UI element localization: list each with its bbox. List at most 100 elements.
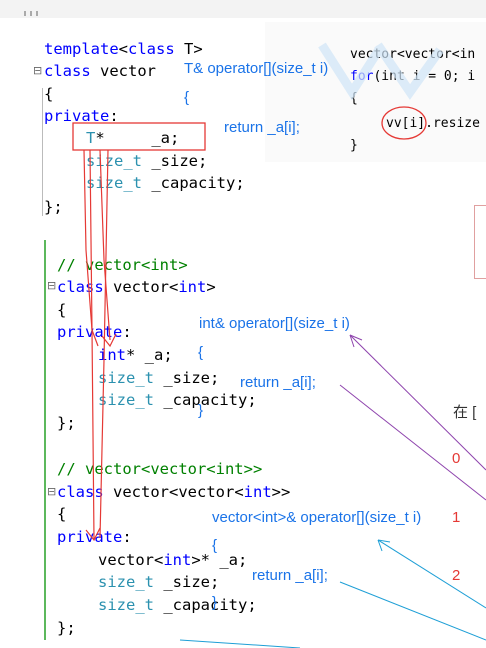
block1-member-a: T* _a; — [86, 127, 179, 149]
block2-comment: // vector<int> — [57, 254, 188, 276]
watermark-shape — [318, 42, 444, 101]
side-close-brace: } — [350, 138, 358, 153]
block1-open-brace: { — [44, 83, 53, 105]
red-arrow-to-vector-2 — [99, 149, 109, 539]
angle-close: >> — [271, 483, 291, 501]
annotation-return-3: return _a[i]; — [252, 567, 328, 584]
chinese-fragment: 在 [ — [453, 404, 477, 421]
member-size: _size; — [142, 152, 208, 170]
close-brace: }; — [44, 198, 63, 216]
angle-close: > — [206, 278, 216, 296]
side-code-panel — [265, 22, 486, 162]
member-size: _size; — [154, 573, 220, 591]
cyan-arrow-2 — [339, 581, 486, 641]
block2-member-capacity: size_t _capacity; — [98, 389, 257, 411]
block2-open-brace: { — [57, 299, 66, 321]
member-capacity: _capacity; — [154, 391, 257, 409]
template-keyword: template — [44, 40, 119, 58]
block3-member-a: vector<int>* _a; — [98, 549, 247, 571]
int-keyword: int — [98, 346, 126, 364]
annotation-op-vector: vector<int>& operator[](size_t i) — [212, 509, 422, 526]
red-arrowhead-1 — [85, 527, 101, 542]
class-name: vector — [90, 62, 156, 80]
close-brace: }; — [57, 619, 76, 637]
class-name: vector<vector< — [103, 483, 244, 501]
template-param: T> — [174, 40, 203, 58]
top-scrollbar-band — [0, 0, 486, 18]
red-circle-vv — [381, 106, 427, 140]
purple-arrowhead — [349, 334, 363, 348]
comment: // vector<int> — [57, 256, 188, 274]
class-keyword: class — [128, 40, 175, 58]
red-arrow-to-vector — [89, 149, 95, 541]
block2-line-class: class vector<int> — [57, 276, 216, 298]
change-bar-2 — [44, 240, 46, 640]
purple-arrow-2 — [339, 384, 486, 501]
type-size_t: size_t — [86, 174, 142, 192]
class-keyword: class — [44, 62, 91, 80]
annotation-return-1: return _a[i]; — [224, 119, 300, 136]
side-code-line-4: vv[i].resize — [386, 113, 480, 135]
fold-marker-2: ⊟ — [47, 279, 57, 292]
annotation-brace-3-close: } — [212, 594, 218, 611]
block3-line-class: class vector<vector<int>> — [57, 481, 290, 503]
angle-open: < — [118, 40, 128, 58]
block2-member-size: size_t _size; — [98, 367, 219, 389]
red-arrowhead-2 — [101, 333, 117, 348]
fold-marker-3: ⊟ — [47, 485, 57, 498]
type-T: T — [86, 129, 96, 147]
private-keyword: private — [44, 107, 110, 125]
block2-member-a: int* _a; — [98, 344, 173, 366]
private-keyword: private — [57, 323, 123, 341]
cyan-arrow-1 — [377, 539, 486, 609]
annotation-brace-3: { — [212, 537, 218, 554]
block2-private: private: — [57, 321, 132, 343]
block1-close: }; — [44, 196, 63, 218]
index-1: 1 — [452, 509, 461, 526]
colon: : — [109, 107, 119, 125]
block3-comment: // vector<vector<int>> — [57, 458, 262, 480]
purple-arrow-1 — [349, 334, 486, 471]
block1-private: private: — [44, 105, 119, 127]
block3-private: private: — [57, 526, 132, 548]
colon: : — [122, 528, 132, 546]
class-keyword: class — [57, 483, 104, 501]
red-highlight-box — [72, 122, 206, 151]
open-brace: { — [44, 85, 54, 103]
member-a: * _a; — [95, 129, 180, 147]
change-bar-1 — [42, 88, 43, 216]
type-size_t: size_t — [98, 596, 154, 614]
vv-index: vv[i] — [386, 116, 426, 131]
fold-marker-1: ⊟ — [33, 64, 43, 77]
annotation-op-T: T& operator[](size_t i) — [184, 60, 329, 77]
block2-close: }; — [57, 412, 76, 434]
red-arrow-to-int-2 — [99, 149, 111, 341]
block1-line-class: class vector — [44, 60, 156, 82]
block1-line-template: template<class T> — [44, 38, 203, 60]
class-name: vector< — [103, 278, 179, 296]
block3-member-capacity: size_t _capacity; — [98, 594, 257, 616]
member-size: _size; — [154, 369, 220, 387]
type-size_t: size_t — [98, 573, 154, 591]
block1-member-capacity: size_t _capacity; — [86, 172, 245, 194]
block3-member-size: size_t _size; — [98, 571, 219, 593]
index-2: 2 — [452, 567, 461, 584]
annotation-op-int: int& operator[](size_t i) — [199, 315, 350, 332]
cyan-arrowhead — [377, 539, 391, 552]
side-open-brace: { — [350, 91, 358, 106]
colon: : — [122, 323, 132, 341]
side-code-line-3: { — [350, 88, 358, 110]
side-code-line-5: } — [350, 135, 358, 157]
annotation-brace-2-close: } — [198, 402, 204, 419]
private-keyword: private — [57, 528, 123, 546]
cyan-arrow-3 — [179, 639, 301, 648]
resize-call: .resize — [425, 116, 480, 131]
int-keyword: int — [163, 551, 192, 569]
member-capacity: _capacity; — [154, 596, 257, 614]
block3-open-brace: { — [57, 503, 66, 525]
member-a: >* _a; — [191, 551, 248, 569]
red-arrow-to-int — [83, 149, 99, 347]
member-a: * _a; — [126, 346, 173, 364]
annotation-return-2: return _a[i]; — [240, 374, 316, 391]
